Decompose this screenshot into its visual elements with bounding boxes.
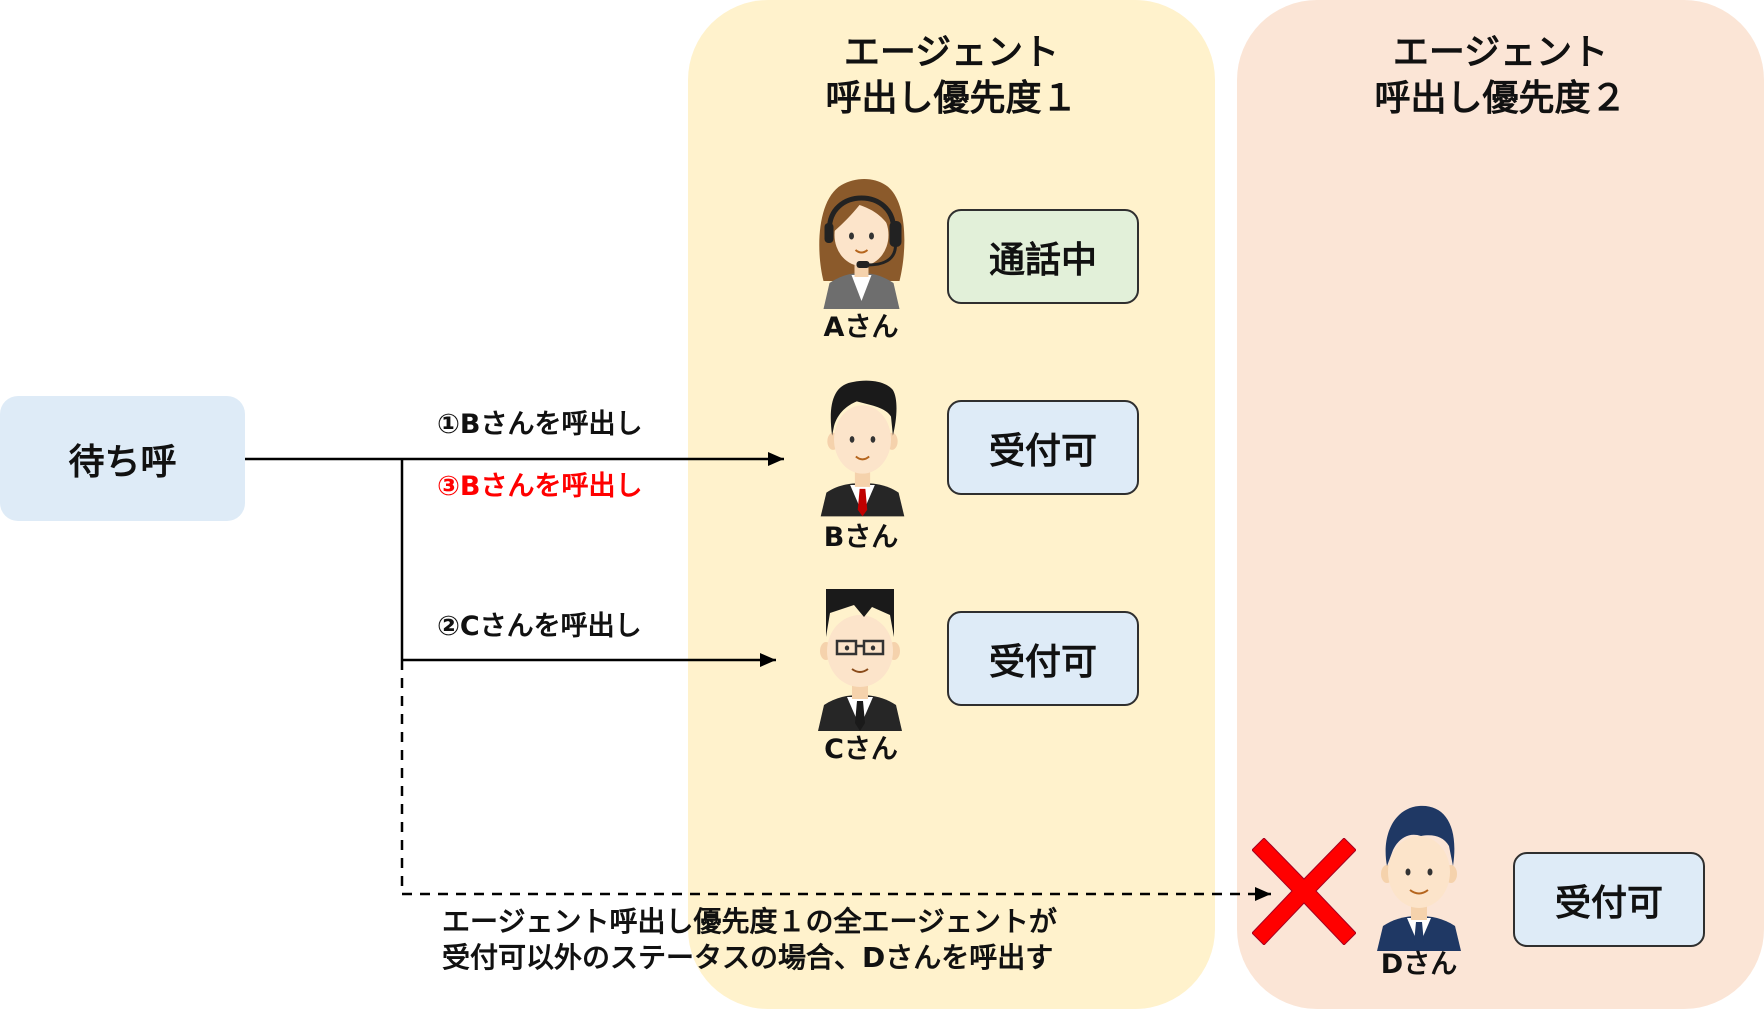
left-eye bbox=[849, 232, 854, 240]
tie bbox=[1414, 922, 1424, 951]
priority-1-title: エージェント 呼出し優先度１ bbox=[688, 30, 1215, 122]
face bbox=[1388, 836, 1450, 908]
left-eye bbox=[1405, 868, 1411, 876]
shirt bbox=[851, 275, 872, 301]
glasses-right-lens bbox=[862, 639, 885, 656]
male-agent-icon bbox=[820, 380, 905, 517]
waiting-call-label: 待ち呼 bbox=[68, 441, 177, 483]
agent-c-status-badge: 受付可 bbox=[947, 611, 1139, 706]
male-glasses-agent-icon bbox=[818, 589, 902, 731]
agent-a-status-label: 通話中 bbox=[988, 239, 1097, 281]
mouth bbox=[1409, 889, 1429, 895]
priority-2-column: エージェント 呼出し優先度２ bbox=[1237, 0, 1764, 1009]
priority-1-title-line2: 呼出し優先度１ bbox=[825, 78, 1078, 119]
agent-b-status-badge: 受付可 bbox=[947, 400, 1139, 495]
right-eye bbox=[870, 436, 876, 443]
glasses-left-lens bbox=[835, 639, 858, 656]
hair bbox=[1385, 805, 1455, 866]
priority-1-title-line1: エージェント bbox=[843, 32, 1060, 73]
hair bbox=[830, 380, 897, 436]
agent-b-status-label: 受付可 bbox=[988, 430, 1097, 472]
male-agent-icon bbox=[1377, 805, 1461, 951]
left-eye bbox=[849, 436, 855, 443]
fallback-note: エージェント呼出し優先度１の全エージェントが 受付可以外のステータスの場合、Dさ… bbox=[442, 904, 1057, 976]
tie bbox=[857, 488, 868, 517]
right-eye bbox=[870, 645, 876, 651]
agent-c-name: Cさん bbox=[824, 734, 898, 765]
face bbox=[834, 204, 889, 266]
agent-d-status-label: 受付可 bbox=[1554, 882, 1663, 924]
right-eye bbox=[1427, 868, 1433, 876]
agent-c-avatar bbox=[810, 585, 910, 731]
headset-mic-boom bbox=[867, 244, 897, 267]
hair bbox=[826, 589, 894, 637]
agent-d-name: Dさん bbox=[1380, 949, 1458, 980]
cross-mark-icon bbox=[1252, 838, 1356, 945]
fallback-note-line1: エージェント呼出し優先度１の全エージェントが bbox=[442, 905, 1057, 938]
left-eye bbox=[844, 645, 850, 651]
agent-a-avatar bbox=[810, 169, 913, 309]
agent-a-status-badge: 通話中 bbox=[947, 209, 1139, 304]
cross-mark bbox=[1252, 838, 1356, 945]
priority-1-column: エージェント 呼出し優先度１ bbox=[688, 0, 1215, 1009]
mouth bbox=[855, 455, 870, 461]
right-eye bbox=[869, 232, 874, 240]
female-headset-agent-icon bbox=[819, 179, 905, 309]
headset-band bbox=[826, 195, 897, 232]
mouth bbox=[854, 249, 869, 254]
call-label-first: ①Bさんを呼出し bbox=[437, 409, 643, 440]
priority-2-title-line2: 呼出し優先度２ bbox=[1374, 78, 1627, 119]
face bbox=[834, 405, 891, 474]
agent-d-status-badge: 受付可 bbox=[1513, 852, 1705, 947]
headset-right-earcup bbox=[889, 221, 902, 247]
call-label-second: ②Cさんを呼出し bbox=[437, 611, 642, 642]
headset-mic bbox=[856, 261, 870, 268]
agent-d-avatar bbox=[1369, 804, 1469, 951]
agent-a-name: Aさん bbox=[823, 312, 899, 343]
agent-c-status-label: 受付可 bbox=[988, 641, 1097, 683]
waiting-call-box: 待ち呼 bbox=[0, 396, 245, 521]
agent-b-avatar bbox=[815, 375, 910, 520]
headset-left-earcup bbox=[824, 223, 834, 243]
priority-2-title-line1: エージェント bbox=[1392, 32, 1609, 73]
fallback-note-line2: 受付可以外のステータスの場合、Dさんを呼出す bbox=[442, 941, 1054, 974]
neck bbox=[854, 469, 871, 487]
agent-b-name: Bさん bbox=[823, 522, 899, 553]
call-label-third: ③Bさんを呼出し bbox=[437, 471, 643, 502]
priority-2-title: エージェント 呼出し優先度２ bbox=[1237, 30, 1764, 122]
